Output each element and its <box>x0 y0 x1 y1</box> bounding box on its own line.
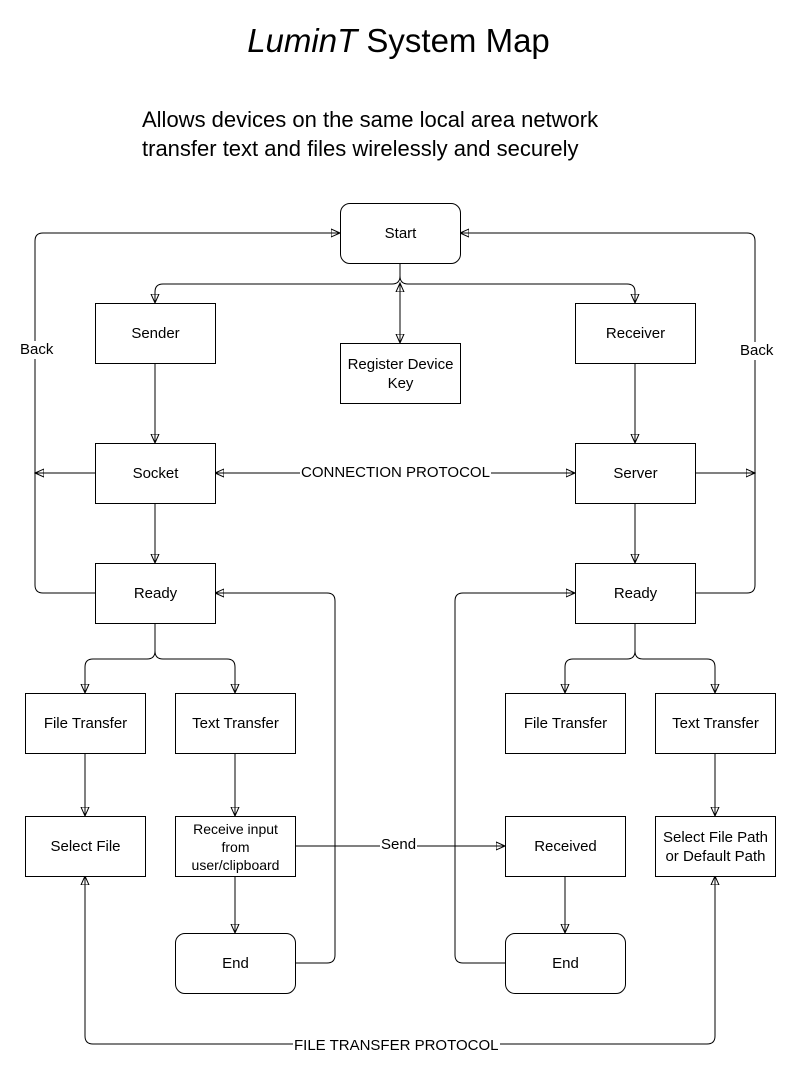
edge-start-receiver <box>399 263 635 303</box>
node-socket-label: Socket <box>132 465 179 482</box>
label-file-transfer-protocol: FILE TRANSFER PROTOCOL <box>293 1037 500 1055</box>
edge-end-left-ready <box>215 593 336 964</box>
node-text-transfer-right: Text Transfer <box>655 693 776 754</box>
node-select-path-label: Select File Path or Default Path <box>662 828 769 865</box>
node-end-right-label: End <box>552 955 579 972</box>
edge-ready-right-file <box>565 623 636 693</box>
node-ready-right: Ready <box>575 563 696 624</box>
node-file-transfer-right-label: File Transfer <box>523 715 608 732</box>
node-register-label: Register Device Key <box>347 355 454 392</box>
node-receive-input: Receive input from user/clipboard <box>175 816 296 877</box>
edge-start-sender <box>155 263 401 303</box>
edge-ready-right-text <box>634 623 715 693</box>
node-server: Server <box>575 443 696 504</box>
label-connection-protocol: CONNECTION PROTOCOL <box>300 464 491 482</box>
node-received-label: Received <box>534 838 597 855</box>
title-app-name: LuminT <box>247 22 358 59</box>
subtitle-line-1: Allows devices on the same local area ne… <box>142 107 599 132</box>
node-text-transfer-left-label: Text Transfer <box>192 715 279 732</box>
node-ready-left-label: Ready <box>133 585 178 602</box>
label-send: Send <box>380 836 418 854</box>
node-text-transfer-left: Text Transfer <box>175 693 296 754</box>
node-file-transfer-left-label: File Transfer <box>43 715 128 732</box>
edge-end-right-ready <box>454 593 575 964</box>
node-ready-left: Ready <box>95 563 216 624</box>
node-sender-label: Sender <box>131 325 180 342</box>
diagram-title: LuminT System Map <box>0 22 797 60</box>
node-file-transfer-left: File Transfer <box>25 693 146 754</box>
node-end-left: End <box>175 933 296 994</box>
node-register-device-key: Register Device Key <box>340 343 461 404</box>
node-text-transfer-right-label: Text Transfer <box>672 715 759 732</box>
edge-ready-left-file <box>85 623 156 693</box>
node-end-right: End <box>505 933 626 994</box>
node-file-transfer-right: File Transfer <box>505 693 626 754</box>
edge-ready-left-text <box>154 623 235 693</box>
edge-back-left <box>34 233 340 594</box>
node-receiver-label: Receiver <box>605 325 666 342</box>
node-start: Start <box>340 203 461 264</box>
diagram-subtitle: Allows devices on the same local area ne… <box>142 105 702 163</box>
node-receive-input-label: Receive input from user/clipboard <box>191 820 280 873</box>
node-socket: Socket <box>95 443 216 504</box>
node-select-file: Select File <box>25 816 146 877</box>
label-back-left: Back <box>19 341 55 359</box>
node-server-label: Server <box>613 465 658 482</box>
node-select-file-label: Select File <box>50 838 121 855</box>
node-select-file-path: Select File Path or Default Path <box>655 816 776 877</box>
label-back-right: Back <box>739 342 775 360</box>
node-ready-right-label: Ready <box>613 585 658 602</box>
node-start-label: Start <box>384 225 417 242</box>
edge-back-right <box>460 233 756 594</box>
subtitle-line-2: transfer text and files wirelessly and s… <box>142 136 579 161</box>
node-end-left-label: End <box>222 955 249 972</box>
node-receiver: Receiver <box>575 303 696 364</box>
node-received: Received <box>505 816 626 877</box>
title-rest: System Map <box>357 22 550 59</box>
node-sender: Sender <box>95 303 216 364</box>
